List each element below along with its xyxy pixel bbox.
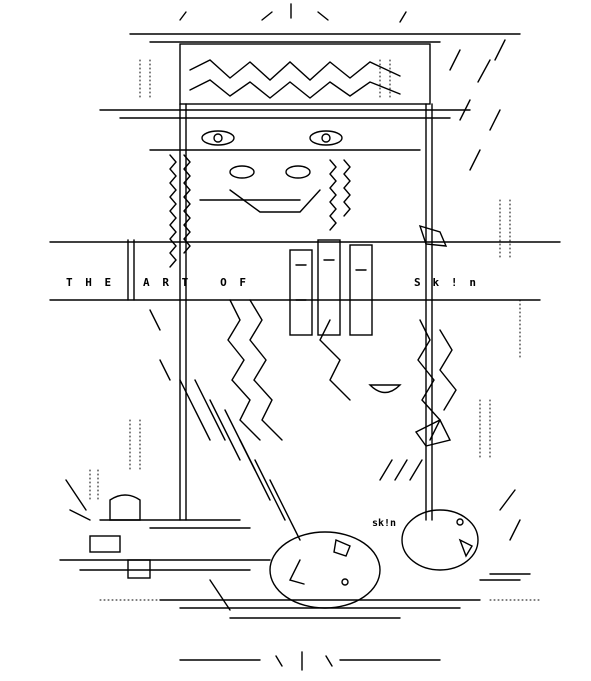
title-the-art-of: THE ART OF <box>66 276 246 289</box>
ascii-art-illustration <box>49 3 561 671</box>
hair-zigzag <box>99 59 471 119</box>
braid-left <box>169 154 191 268</box>
speckle-texture <box>89 59 541 601</box>
title-skin: Sk!n <box>414 276 476 289</box>
left-ornaments <box>59 494 271 579</box>
vases <box>269 224 479 609</box>
eyes <box>149 130 421 213</box>
signature-skin: sk!n <box>372 518 396 529</box>
braid-right <box>329 159 351 231</box>
floor-lines <box>99 519 531 671</box>
rain-slashes <box>65 39 521 611</box>
top-light-rays <box>179 3 407 23</box>
title-band <box>49 239 561 336</box>
hands <box>227 299 457 441</box>
mirror-frame <box>129 33 521 521</box>
